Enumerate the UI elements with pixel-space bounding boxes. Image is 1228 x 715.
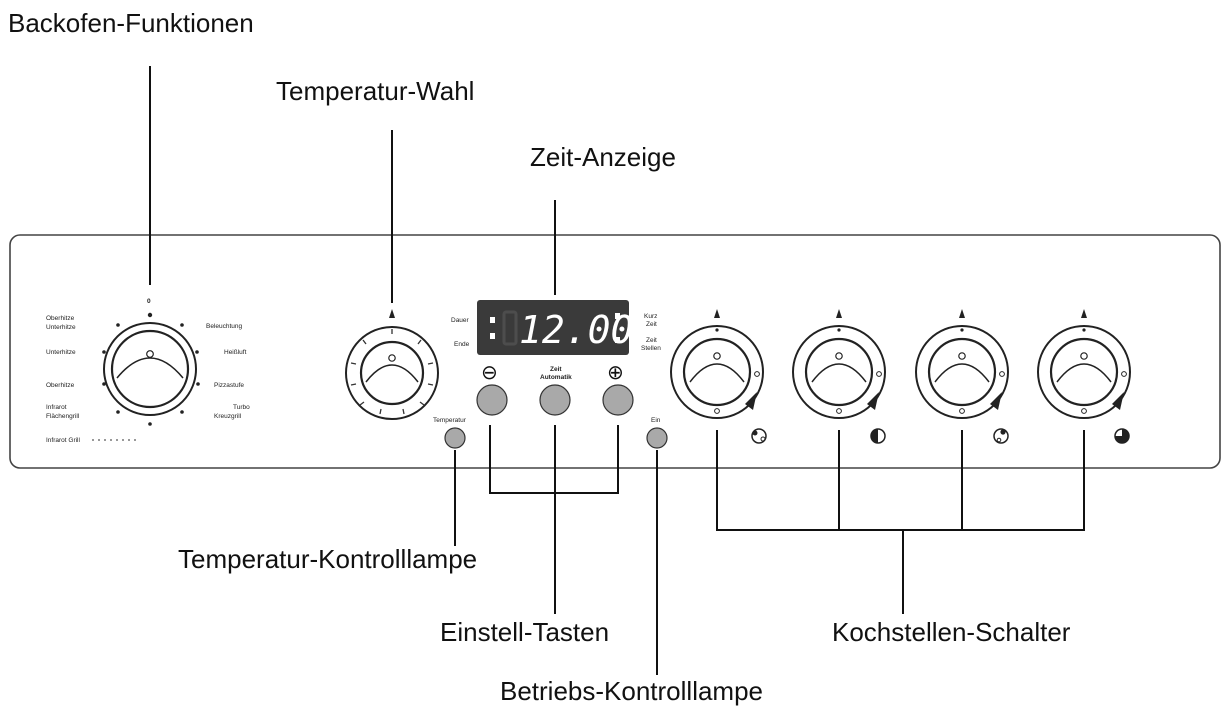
operation-indicator-lamp xyxy=(646,427,668,449)
oven-label-infrarot: Infrarot xyxy=(46,404,67,411)
oven-label-oberhitze-1: Oberhitze xyxy=(46,315,75,322)
label-temperatur-kontrolllampe: Temperatur-Kontrolllampe xyxy=(178,544,477,574)
hob-knob-3[interactable] xyxy=(915,309,1009,419)
hob-knob-1[interactable] xyxy=(670,309,764,419)
hob-knob-4[interactable] xyxy=(1037,309,1131,419)
label-einstell-tasten: Einstell-Tasten xyxy=(440,617,609,647)
hob-zone-rear-left-icon xyxy=(870,428,886,444)
label-backofen-funktionen: Backofen-Funktionen xyxy=(8,8,254,38)
display-label-zeit-2: Zeit xyxy=(646,337,657,344)
temperature-knob[interactable] xyxy=(345,326,439,420)
display-indicator-right-2 xyxy=(615,337,620,343)
display-label-kurz: Kurz xyxy=(644,313,657,320)
display-indicator-right xyxy=(615,313,620,319)
temperature-lamp-label: Temperatur xyxy=(433,417,467,424)
display-ghost-digit xyxy=(502,310,518,346)
button-label-automatik: Automatik xyxy=(540,374,572,381)
oven-label-turbo: Turbo xyxy=(233,404,250,411)
label-kochstellen-schalter: Kochstellen-Schalter xyxy=(832,617,1071,647)
minus-button[interactable] xyxy=(476,384,508,416)
temperature-indicator-lamp xyxy=(444,427,466,449)
temperature-pointer-icon xyxy=(389,309,395,318)
label-betriebs-kontrolllampe: Betriebs-Kontrolllampe xyxy=(500,676,763,706)
oven-function-knob[interactable] xyxy=(103,322,197,416)
minus-icon: ⊖ xyxy=(481,360,498,384)
oven-label-kreuzgrill: Kreuzgrill xyxy=(214,413,242,420)
oven-label-oberhitze-2: Oberhitze xyxy=(46,382,75,389)
temperature-scale-ticks xyxy=(350,329,434,415)
display-label-stellen: Stellen xyxy=(641,345,661,352)
plus-button[interactable] xyxy=(602,384,634,416)
operation-lamp-label: Ein xyxy=(651,417,661,424)
hob-knob-2[interactable] xyxy=(792,309,886,419)
oven-label-flaechengrill: Flächengrill xyxy=(46,413,80,420)
oven-dial-position-dots xyxy=(102,312,200,426)
oven-label-infrarot-grill: Infrarot Grill xyxy=(46,437,81,444)
label-zeit-anzeige: Zeit-Anzeige xyxy=(530,142,676,172)
display-time-readout: 12.00 xyxy=(519,308,633,352)
display-label-zeit-1: Zeit xyxy=(646,321,657,328)
oven-label-beleuchtung: Beleuchtung xyxy=(206,323,243,330)
zeit-automatik-button[interactable] xyxy=(539,384,571,416)
oven-label-pizzastufe: Pizzastufe xyxy=(214,382,244,389)
button-label-zeit: Zeit xyxy=(550,366,562,373)
oven-dial-zero-mark: 0 xyxy=(147,298,151,305)
hob-zone-front-right-icon xyxy=(1114,428,1130,444)
oven-label-heissluft: Heißluft xyxy=(224,349,247,356)
display-indicator-left xyxy=(490,317,495,323)
label-temperatur-wahl: Temperatur-Wahl xyxy=(276,76,474,106)
oven-label-unterhitze-1: Unterhitze xyxy=(46,324,76,331)
leader-kochstellen-bracket xyxy=(716,430,1085,531)
display-indicator-left-2 xyxy=(490,333,495,339)
hob-zone-rear-right-icon xyxy=(993,428,1009,444)
display-label-ende: Ende xyxy=(454,341,470,348)
oven-label-unterhitze-2: Unterhitze xyxy=(46,349,76,356)
hob-zone-front-left-icon xyxy=(751,428,767,444)
display-label-dauer: Dauer xyxy=(451,317,470,324)
plus-icon: ⊕ xyxy=(607,360,624,384)
